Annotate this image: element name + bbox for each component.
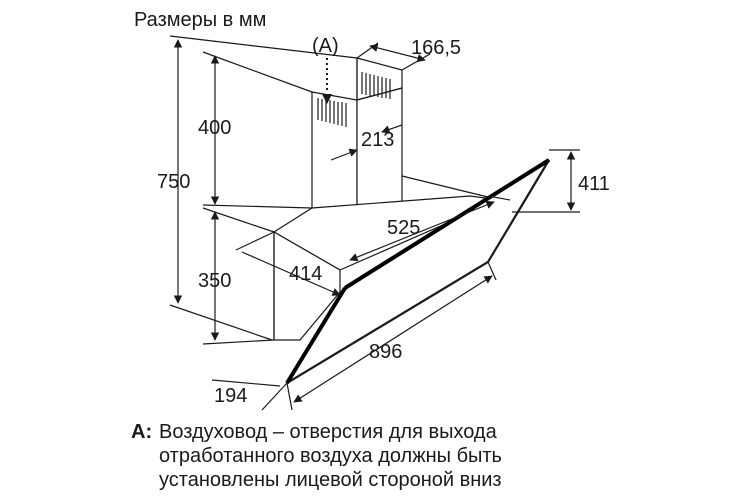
dim-body-depth-label: 414 [289,263,322,285]
chimney-cover [311,57,403,215]
dim-chimney-depth-label: 166,5 [411,37,461,59]
dim-lower-height-label: 350 [198,270,231,292]
note-line-2: отработанного воздуха должны быть [159,445,502,467]
dim-lower-height: 350 [198,207,275,345]
dim-panel-width: 896 [286,261,497,411]
dim-total-height: 750 [157,35,358,341]
dim-chimney-depth: 166,5 [356,37,461,71]
dim-bottom-depth: 194 [211,379,288,411]
dim-bottom-depth-label: 194 [214,385,247,407]
dim-panel-height: 411 [512,149,610,213]
air-duct-note: A: Воздуховод – отверстия для выхода отр… [131,420,731,492]
dim-chimney-height: 400 [198,51,313,209]
note-key: A: [131,421,153,443]
dim-total-height-label: 750 [157,171,190,193]
dim-panel-width-label: 896 [369,341,402,363]
dim-body-width: 525 [349,195,511,262]
hood-dimension-drawing: Размеры в мм [134,9,610,411]
note-line-3: установлены лицевой стороной вниз [159,469,502,491]
vent-slots [317,72,391,127]
marker-a-label: (A) [312,35,339,57]
drawing-title: Размеры в мм [134,9,266,31]
dim-panel-height-label: 411 [578,173,610,195]
dim-chimney-width: 213 [330,124,403,161]
dim-body-width-label: 525 [387,217,420,239]
marker-a: (A) [312,35,339,104]
note-line-1: Воздуховод – отверстия для выхода [159,421,497,443]
dim-chimney-height-label: 400 [198,117,231,139]
dim-chimney-width-label: 213 [361,129,394,151]
